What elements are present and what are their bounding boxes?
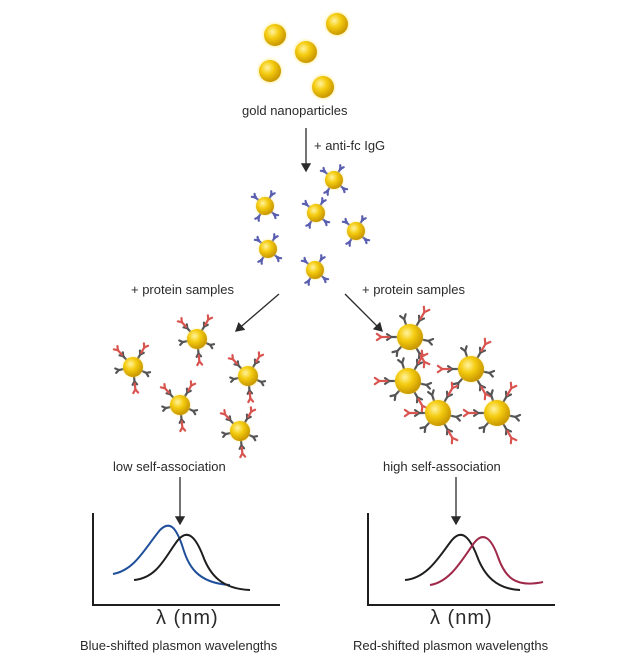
protein-bound-nanoparticle bbox=[403, 381, 463, 445]
protein-bound-nanoparticle bbox=[176, 314, 216, 367]
label-low-self-association: low self-association bbox=[113, 459, 226, 474]
protein-bound-nanoparticle bbox=[462, 381, 522, 445]
axis-label-lambda-left: λ (nm) bbox=[156, 607, 219, 629]
protein-bound-nanoparticle bbox=[219, 406, 259, 459]
protein-bound-nanoparticle bbox=[227, 351, 267, 404]
protein-bound-nanoparticle bbox=[436, 337, 496, 401]
protein-bound-nanoparticle bbox=[112, 342, 152, 395]
coated-nanoparticle bbox=[300, 254, 330, 286]
coated-nanoparticle bbox=[253, 233, 283, 265]
label-gold-nanoparticles: gold nanoparticles bbox=[242, 103, 348, 118]
gold-nanoparticle bbox=[292, 38, 320, 66]
protein-bound-nanoparticle bbox=[159, 380, 199, 433]
label-high-self-association: high self-association bbox=[383, 459, 501, 474]
gold-nanoparticle bbox=[261, 21, 289, 49]
coated-nanoparticle bbox=[250, 190, 280, 222]
gold-nanoparticle bbox=[323, 10, 351, 38]
label-protein-samples-left: + protein samples bbox=[131, 282, 234, 297]
curve-red-shifted bbox=[429, 536, 544, 586]
coated-nanoparticle bbox=[301, 197, 331, 229]
plot-axes-right bbox=[367, 513, 555, 606]
coated-nanoparticle bbox=[341, 215, 371, 247]
arrow-protein-right bbox=[344, 293, 383, 332]
arrow-protein-left bbox=[235, 293, 280, 332]
spectrum-plot-right bbox=[367, 513, 555, 606]
curve-reference-left bbox=[133, 533, 251, 591]
coated-nanoparticle bbox=[319, 164, 349, 196]
dispersed-nanoparticles bbox=[112, 314, 267, 459]
label-anti-fc-igg: + anti-fc IgG bbox=[314, 138, 386, 153]
plot-axes-left bbox=[92, 513, 280, 606]
axis-label-lambda-right: λ (nm) bbox=[430, 607, 493, 629]
protein-bound-nanoparticle bbox=[373, 349, 433, 413]
spectrum-plot-left bbox=[92, 513, 280, 606]
protein-bound-nanoparticle bbox=[375, 305, 435, 369]
caption-blue-shifted: Blue-shifted plasmon wavelengths bbox=[80, 638, 278, 653]
curve-blue-shifted bbox=[112, 524, 231, 586]
aggregated-nanoparticles bbox=[373, 305, 522, 445]
gold-nanoparticle bbox=[309, 73, 337, 101]
antibody-coated-nanoparticles bbox=[250, 164, 371, 286]
curve-reference-right bbox=[404, 533, 521, 591]
label-protein-samples-right: + protein samples bbox=[362, 282, 465, 297]
gold-nanoparticle bbox=[256, 57, 284, 85]
gold-nanoparticles-group bbox=[256, 10, 351, 101]
caption-red-shifted: Red-shifted plasmon wavelengths bbox=[353, 638, 549, 653]
